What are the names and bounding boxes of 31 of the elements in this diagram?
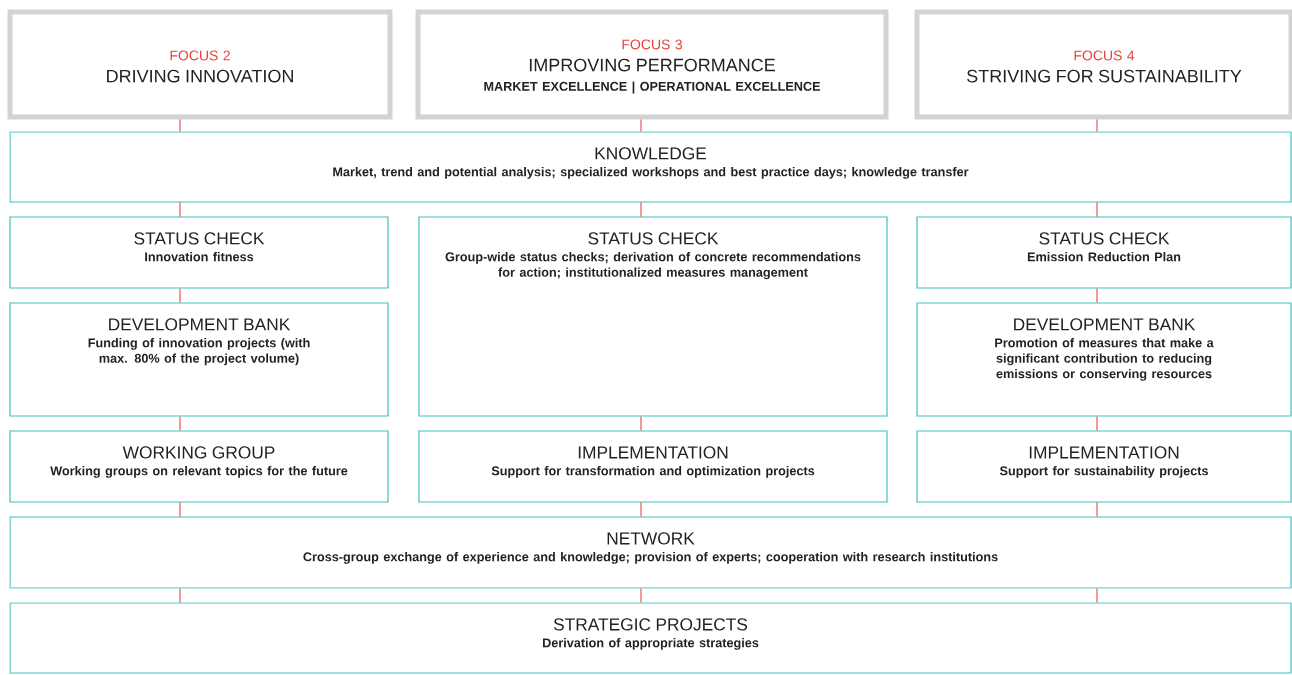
focus-box: FOCUS 3 IMPROVING PERFORMANCE MARKET EXCELLENCE | OPERATIONAL EXCELLENCE <box>415 9 889 120</box>
connector-line <box>640 202 642 217</box>
connector-line <box>179 416 181 431</box>
stage-box: KNOWLEDGE Market, trend and potential analysis; specialized workshops and best practice days; knowledge transfer <box>9 131 1292 203</box>
connector-line <box>179 118 181 132</box>
connector-line <box>1096 288 1098 303</box>
connector-line <box>179 588 181 603</box>
connector-line <box>1096 502 1098 517</box>
stage-box: STATUS CHECK Emission Reduction Plan <box>916 216 1292 289</box>
connector-line <box>179 502 181 517</box>
focus-box: FOCUS 2 DRIVING INNOVATION <box>7 9 393 120</box>
connector-line <box>179 202 181 217</box>
stage-box: STATUS CHECK Group-wide status checks; derivation of concrete recommendations for action; institutionalized measures management <box>418 216 888 417</box>
connector-line <box>640 588 642 603</box>
stage-box: WORKING GROUP Working groups on relevant topics for the future <box>9 430 389 503</box>
stage-box: NETWORK Cross-group exchange of experience and knowledge; provision of experts; cooperation with research institutions <box>9 516 1292 589</box>
connector-line <box>640 502 642 517</box>
stage-box: STRATEGIC PROJECTS Derivation of appropriate strategies <box>9 602 1292 674</box>
connector-line <box>1096 118 1098 132</box>
connector-line <box>640 416 642 431</box>
connector-line <box>1096 202 1098 217</box>
connector-line <box>1096 416 1098 431</box>
stage-box: DEVELOPMENT BANK Promotion of measures that make a significant contribution to reducing emissions or conserving resources <box>916 302 1292 417</box>
stage-box: STATUS CHECK Innovation fitness <box>9 216 389 289</box>
connector-line <box>179 288 181 303</box>
connector-line <box>1096 588 1098 603</box>
stage-box: DEVELOPMENT BANK Funding of innovation projects (with max. 80% of the project volume) <box>9 302 389 417</box>
connector-line <box>640 118 642 132</box>
stage-box: IMPLEMENTATION Support for sustainability projects <box>916 430 1292 503</box>
focus-box: FOCUS 4 STRIVING FOR SUSTAINABILITY <box>914 9 1292 120</box>
stage-box: IMPLEMENTATION Support for transformation and optimization projects <box>418 430 888 503</box>
